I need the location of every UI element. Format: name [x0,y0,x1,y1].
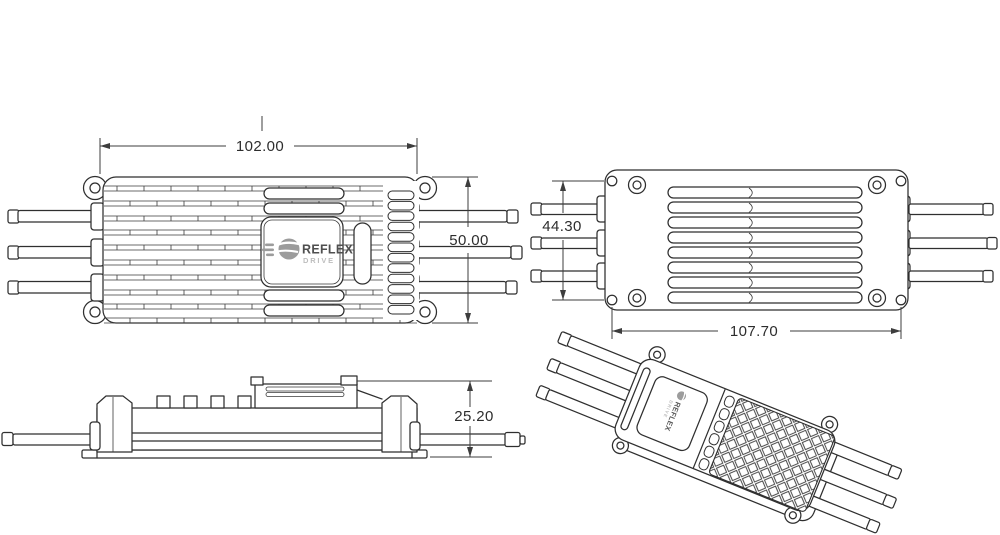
dimension-top-height: 50.00 [432,176,489,324]
dim-text-top-width: 102.00 [236,138,284,155]
dim-text-hole-spacing-width: 44.30 [542,218,582,235]
iso-mounting-ears [611,346,839,524]
back-view-slots [667,186,863,304]
dim-text-side-height: 25.20 [454,408,494,425]
iso-cap: REFLEX DRIVE [620,367,726,469]
logo-brand-text: REFLEX [302,243,353,257]
top-view-label-plate: REFLEX DRIVE [260,216,353,288]
iso-edge-ribs [698,395,735,471]
top-view-wires-left [7,202,105,302]
iso-logo-tagline-text: DRIVE [662,400,674,419]
back-view-screw-holes [627,175,887,308]
dimension-side-height: 25.20 [357,380,494,458]
iso-wires-left [535,331,643,429]
top-view-end-fin-stack [383,181,419,320]
top-view-slots [263,187,372,317]
dim-text-top-height: 50.00 [449,232,489,249]
dimension-top-width: 102.00 [99,116,418,174]
logo-tagline-text: DRIVE [303,256,335,265]
iso-assembly: REFLEX DRIVE [535,331,903,534]
back-view-corner-holes [606,175,907,306]
dimension-hole-spacing-length: 107.70 [611,307,902,340]
dimension-hole-spacing-width: 44.30 [542,180,604,301]
side-view-body [89,375,421,453]
iso-pin-fin-field [708,398,835,512]
dim-text-hole-spacing-length: 107.70 [730,323,778,340]
brand-logo: REFLEX DRIVE [262,238,353,265]
